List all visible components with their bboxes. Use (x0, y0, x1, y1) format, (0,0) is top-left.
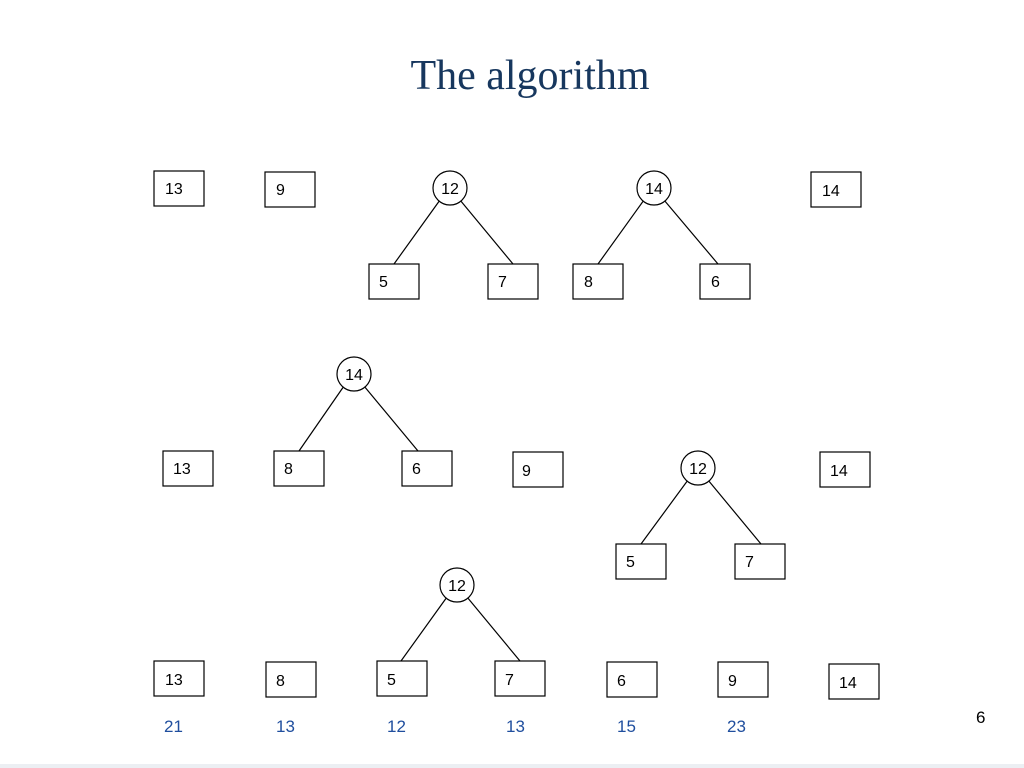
svg-text:14: 14 (839, 675, 857, 692)
slide-title: The algorithm (410, 53, 650, 99)
leaf-box: 14 (819, 451, 871, 488)
svg-text:7: 7 (745, 554, 754, 571)
leaf-box: 5 (615, 543, 667, 580)
internal-node: 12 (680, 450, 716, 486)
tree-edge (466, 596, 521, 662)
tree-edge (298, 385, 345, 452)
svg-text:5: 5 (387, 672, 396, 689)
svg-text:8: 8 (584, 274, 593, 291)
svg-text:14: 14 (645, 181, 663, 198)
leaf-box: 13 (162, 450, 214, 487)
leaf-box: 6 (699, 263, 751, 300)
svg-text:5: 5 (379, 274, 388, 291)
pair-sum: 12 (387, 717, 406, 736)
svg-text:9: 9 (276, 182, 285, 199)
pair-sum: 13 (276, 717, 295, 736)
leaf-box: 14 (828, 663, 880, 700)
svg-text:6: 6 (617, 673, 626, 690)
pair-sum: 21 (164, 717, 183, 736)
svg-text:6: 6 (412, 461, 421, 478)
svg-text:9: 9 (728, 673, 737, 690)
leaf-box: 13 (153, 170, 205, 207)
tree-edge (393, 199, 441, 265)
row-2: 13 14 8 6 9 12 5 7 (162, 356, 871, 580)
svg-text:12: 12 (689, 461, 707, 478)
leaf-box: 7 (734, 543, 786, 580)
leaf-box: 8 (273, 450, 325, 487)
internal-node: 14 (636, 170, 672, 206)
svg-text:5: 5 (626, 554, 635, 571)
svg-text:14: 14 (822, 183, 840, 200)
leaf-box: 9 (512, 451, 564, 488)
leaf-box: 13 (153, 660, 205, 697)
svg-text:9: 9 (522, 463, 531, 480)
leaf-box: 14 (810, 171, 862, 208)
svg-text:13: 13 (165, 672, 183, 689)
leaf-box: 5 (368, 263, 420, 300)
internal-node: 12 (439, 567, 475, 603)
leaf-box: 7 (487, 263, 539, 300)
pair-sum: 23 (727, 717, 746, 736)
svg-text:12: 12 (448, 578, 466, 595)
leaf-box: 6 (401, 450, 453, 487)
pair-sum: 15 (617, 717, 636, 736)
pair-sum: 13 (506, 717, 525, 736)
svg-text:7: 7 (505, 672, 514, 689)
svg-text:12: 12 (441, 181, 459, 198)
leaf-box: 8 (572, 263, 624, 300)
footer-divider (0, 764, 1024, 768)
row-3: 13 8 12 5 7 6 9 14 21 (153, 567, 880, 736)
tree-edge (400, 596, 448, 662)
svg-text:13: 13 (173, 461, 191, 478)
svg-text:13: 13 (165, 181, 183, 198)
leaf-box: 9 (717, 661, 769, 698)
tree-edge (640, 479, 689, 545)
internal-node: 12 (432, 170, 468, 206)
svg-text:8: 8 (276, 673, 285, 690)
tree-edge (363, 385, 419, 452)
svg-text:8: 8 (284, 461, 293, 478)
internal-node: 14 (336, 356, 372, 392)
svg-text:14: 14 (345, 367, 363, 384)
leaf-box: 5 (376, 660, 428, 697)
leaf-box: 7 (494, 660, 546, 697)
svg-text:7: 7 (498, 274, 507, 291)
leaf-box: 9 (264, 171, 316, 208)
tree-edge (459, 199, 514, 265)
tree-edge (707, 479, 762, 545)
svg-text:6: 6 (711, 274, 720, 291)
row-1: 13 9 12 5 7 14 8 6 (153, 170, 862, 300)
tree-edge (663, 199, 719, 265)
svg-text:14: 14 (830, 463, 848, 480)
page-number: 6 (976, 708, 986, 727)
leaf-box: 6 (606, 661, 658, 698)
tree-edge (597, 199, 645, 265)
leaf-box: 8 (265, 661, 317, 698)
